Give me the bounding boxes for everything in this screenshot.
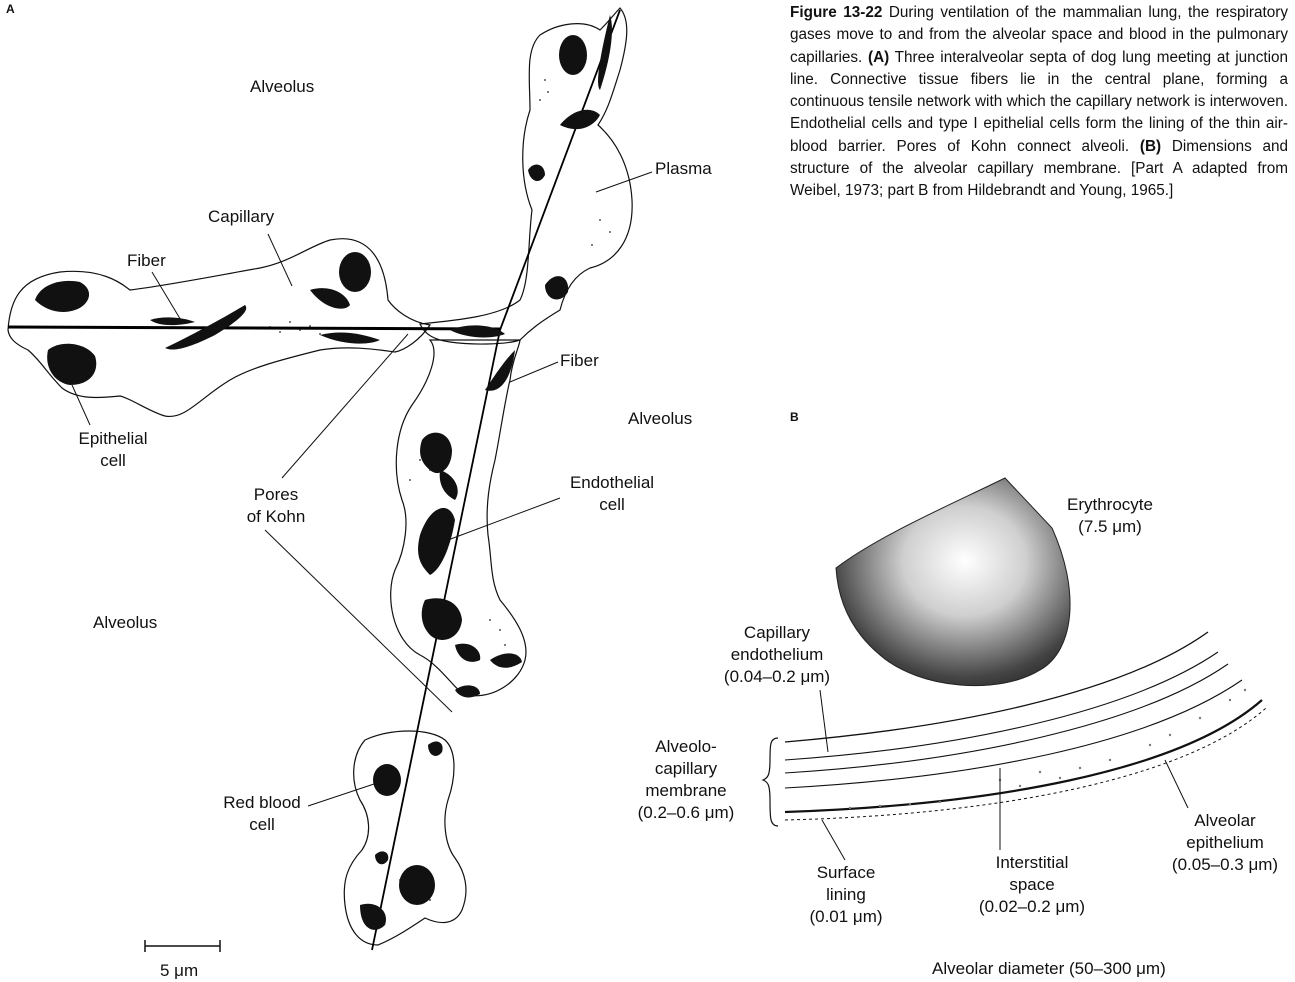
label-acm-line4: (0.2–0.6 μm) bbox=[624, 802, 748, 824]
label-alv-epi-line1: Alveolar bbox=[1160, 810, 1290, 832]
label-surface-lining: Surface lining (0.01 μm) bbox=[796, 862, 896, 928]
label-epithelial-line2: cell bbox=[68, 450, 158, 472]
label-erythrocyte-line1: Erythrocyte bbox=[1050, 494, 1170, 516]
label-plasma: Plasma bbox=[655, 158, 712, 180]
caption-b-label: (B) bbox=[1140, 138, 1161, 155]
scale-bar-label: 5 μm bbox=[160, 960, 198, 982]
connective-fiber bbox=[8, 10, 620, 950]
label-rbc-line2: cell bbox=[212, 814, 312, 836]
label-cap-endo-line1: Capillary bbox=[712, 622, 842, 644]
caption-a-label: (A) bbox=[868, 49, 889, 66]
caption-figure-label: Figure 13-22 bbox=[790, 4, 882, 21]
label-endothelial-cell: Endothelial cell bbox=[556, 472, 668, 516]
label-surface-line3: (0.01 μm) bbox=[796, 906, 896, 928]
label-pores-line1: Pores bbox=[236, 484, 316, 506]
label-surface-line2: lining bbox=[796, 884, 896, 906]
erythrocyte-shape bbox=[836, 478, 1070, 686]
label-alv-epi-line2: epithelium bbox=[1160, 832, 1290, 854]
label-alveolo-capillary-membrane: Alveolo- capillary membrane (0.2–0.6 μm) bbox=[624, 736, 748, 824]
label-pores-of-kohn: Pores of Kohn bbox=[236, 484, 316, 528]
label-epithelial-line1: Epithelial bbox=[68, 428, 158, 450]
label-epithelial-cell: Epithelial cell bbox=[68, 428, 158, 472]
label-alveolus-right: Alveolus bbox=[628, 408, 692, 430]
label-acm-line1: Alveolo- bbox=[624, 736, 748, 758]
label-interstitial-space: Interstitial space (0.02–0.2 μm) bbox=[962, 852, 1102, 918]
label-capillary-endothelium: Capillary endothelium (0.04–0.2 μm) bbox=[712, 622, 842, 688]
leader-lines-b bbox=[820, 690, 1188, 860]
scale-bar bbox=[145, 940, 220, 952]
label-alveolar-diameter: Alveolar diameter (50–300 μm) bbox=[932, 958, 1166, 980]
label-fiber-right: Fiber bbox=[560, 350, 599, 372]
label-erythrocyte: Erythrocyte (7.5 μm) bbox=[1050, 494, 1170, 538]
label-acm-line3: membrane bbox=[624, 780, 748, 802]
label-cap-endo-line2: endothelium bbox=[712, 644, 842, 666]
label-alveolar-epithelium: Alveolar epithelium (0.05–0.3 μm) bbox=[1160, 810, 1290, 876]
label-cap-endo-line3: (0.04–0.2 μm) bbox=[712, 666, 842, 688]
panel-a-letter: A bbox=[6, 2, 15, 16]
label-erythrocyte-line2: (7.5 μm) bbox=[1050, 516, 1170, 538]
panel-b-letter: B bbox=[790, 410, 799, 424]
label-alveolus-left: Alveolus bbox=[93, 612, 157, 634]
label-endothelial-line2: cell bbox=[556, 494, 668, 516]
label-red-blood-cell: Red blood cell bbox=[212, 792, 312, 836]
label-interstitial-line1: Interstitial bbox=[962, 852, 1102, 874]
label-surface-line1: Surface bbox=[796, 862, 896, 884]
label-endothelial-line1: Endothelial bbox=[556, 472, 668, 494]
septa-outlines bbox=[8, 8, 632, 945]
membrane-brace bbox=[763, 738, 778, 826]
label-alv-epi-line3: (0.05–0.3 μm) bbox=[1160, 854, 1290, 876]
membrane-stipple bbox=[849, 689, 1246, 809]
label-fiber-left: Fiber bbox=[127, 250, 166, 272]
label-acm-line2: capillary bbox=[624, 758, 748, 780]
label-interstitial-line2: space bbox=[962, 874, 1102, 896]
cell-nuclei bbox=[35, 15, 612, 930]
figure-caption: Figure 13-22 During ventilation of the m… bbox=[790, 2, 1288, 203]
label-rbc-line1: Red blood bbox=[212, 792, 312, 814]
label-alveolus-top: Alveolus bbox=[250, 76, 314, 98]
label-capillary: Capillary bbox=[208, 206, 274, 228]
label-pores-line2: of Kohn bbox=[236, 506, 316, 528]
label-interstitial-line3: (0.02–0.2 μm) bbox=[962, 896, 1102, 918]
